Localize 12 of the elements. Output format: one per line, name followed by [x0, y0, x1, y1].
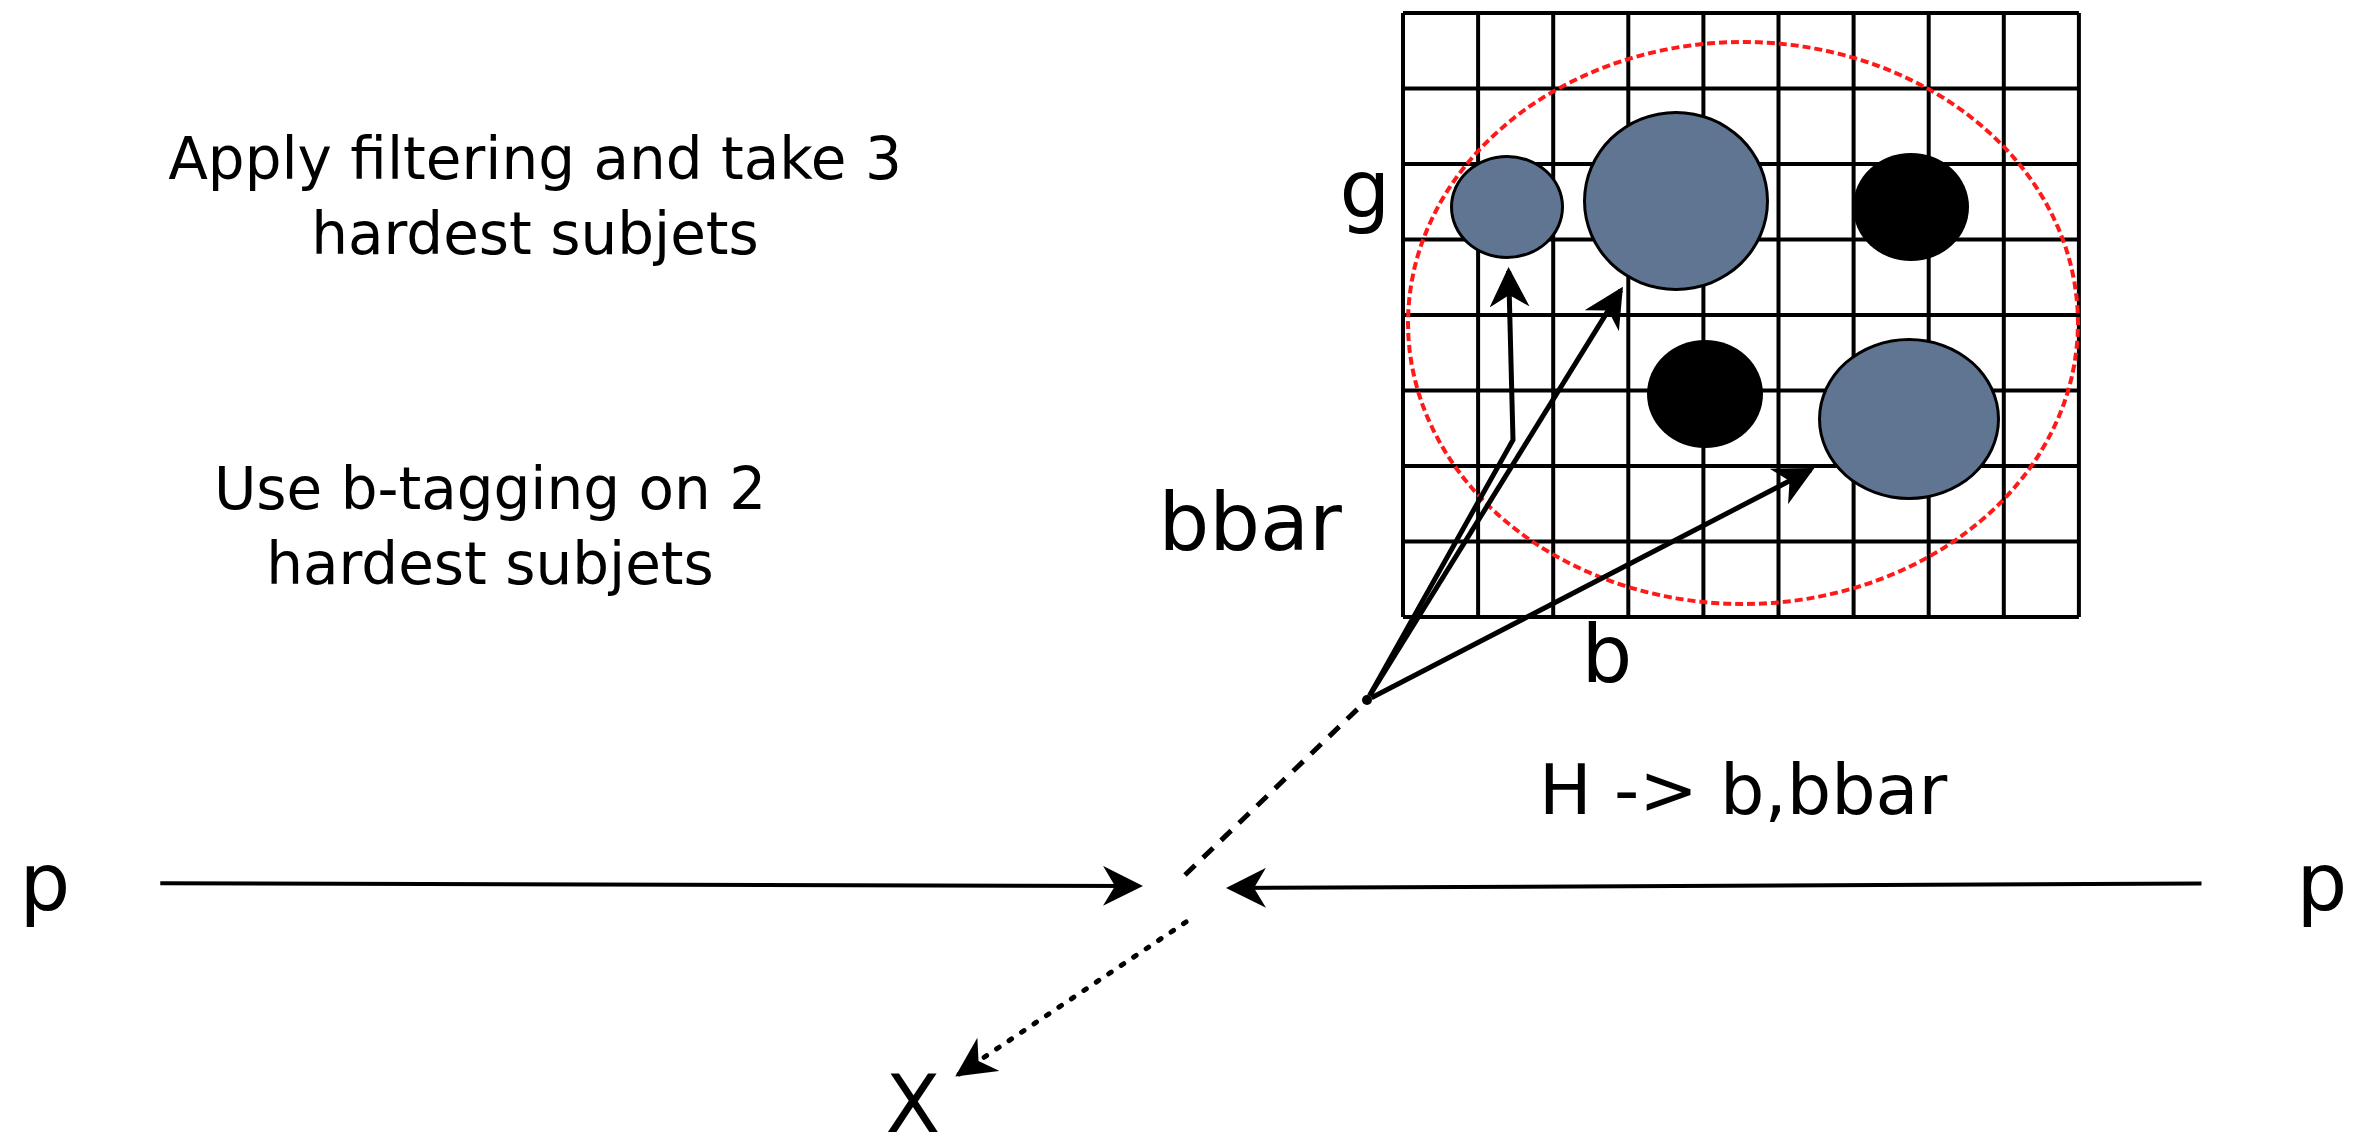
decay-vertex-dot [1362, 695, 1372, 705]
particle-label: bbar [1158, 483, 1342, 563]
arrow [1226, 867, 2202, 908]
annotation-text: Use b-tagging on 2 hardest subjets [212, 453, 768, 600]
annotation-text: Apply filtering and take 3 hardest subjets [167, 123, 903, 270]
arrow [160, 865, 1143, 906]
decay-label: H -> b,bbar [1539, 755, 1948, 825]
arrow [1367, 267, 1530, 697]
particle-label: b [1581, 615, 1633, 695]
dotted-arrow [955, 919, 1189, 1077]
particle-label: X [885, 1065, 941, 1144]
arrow [1370, 467, 1815, 700]
